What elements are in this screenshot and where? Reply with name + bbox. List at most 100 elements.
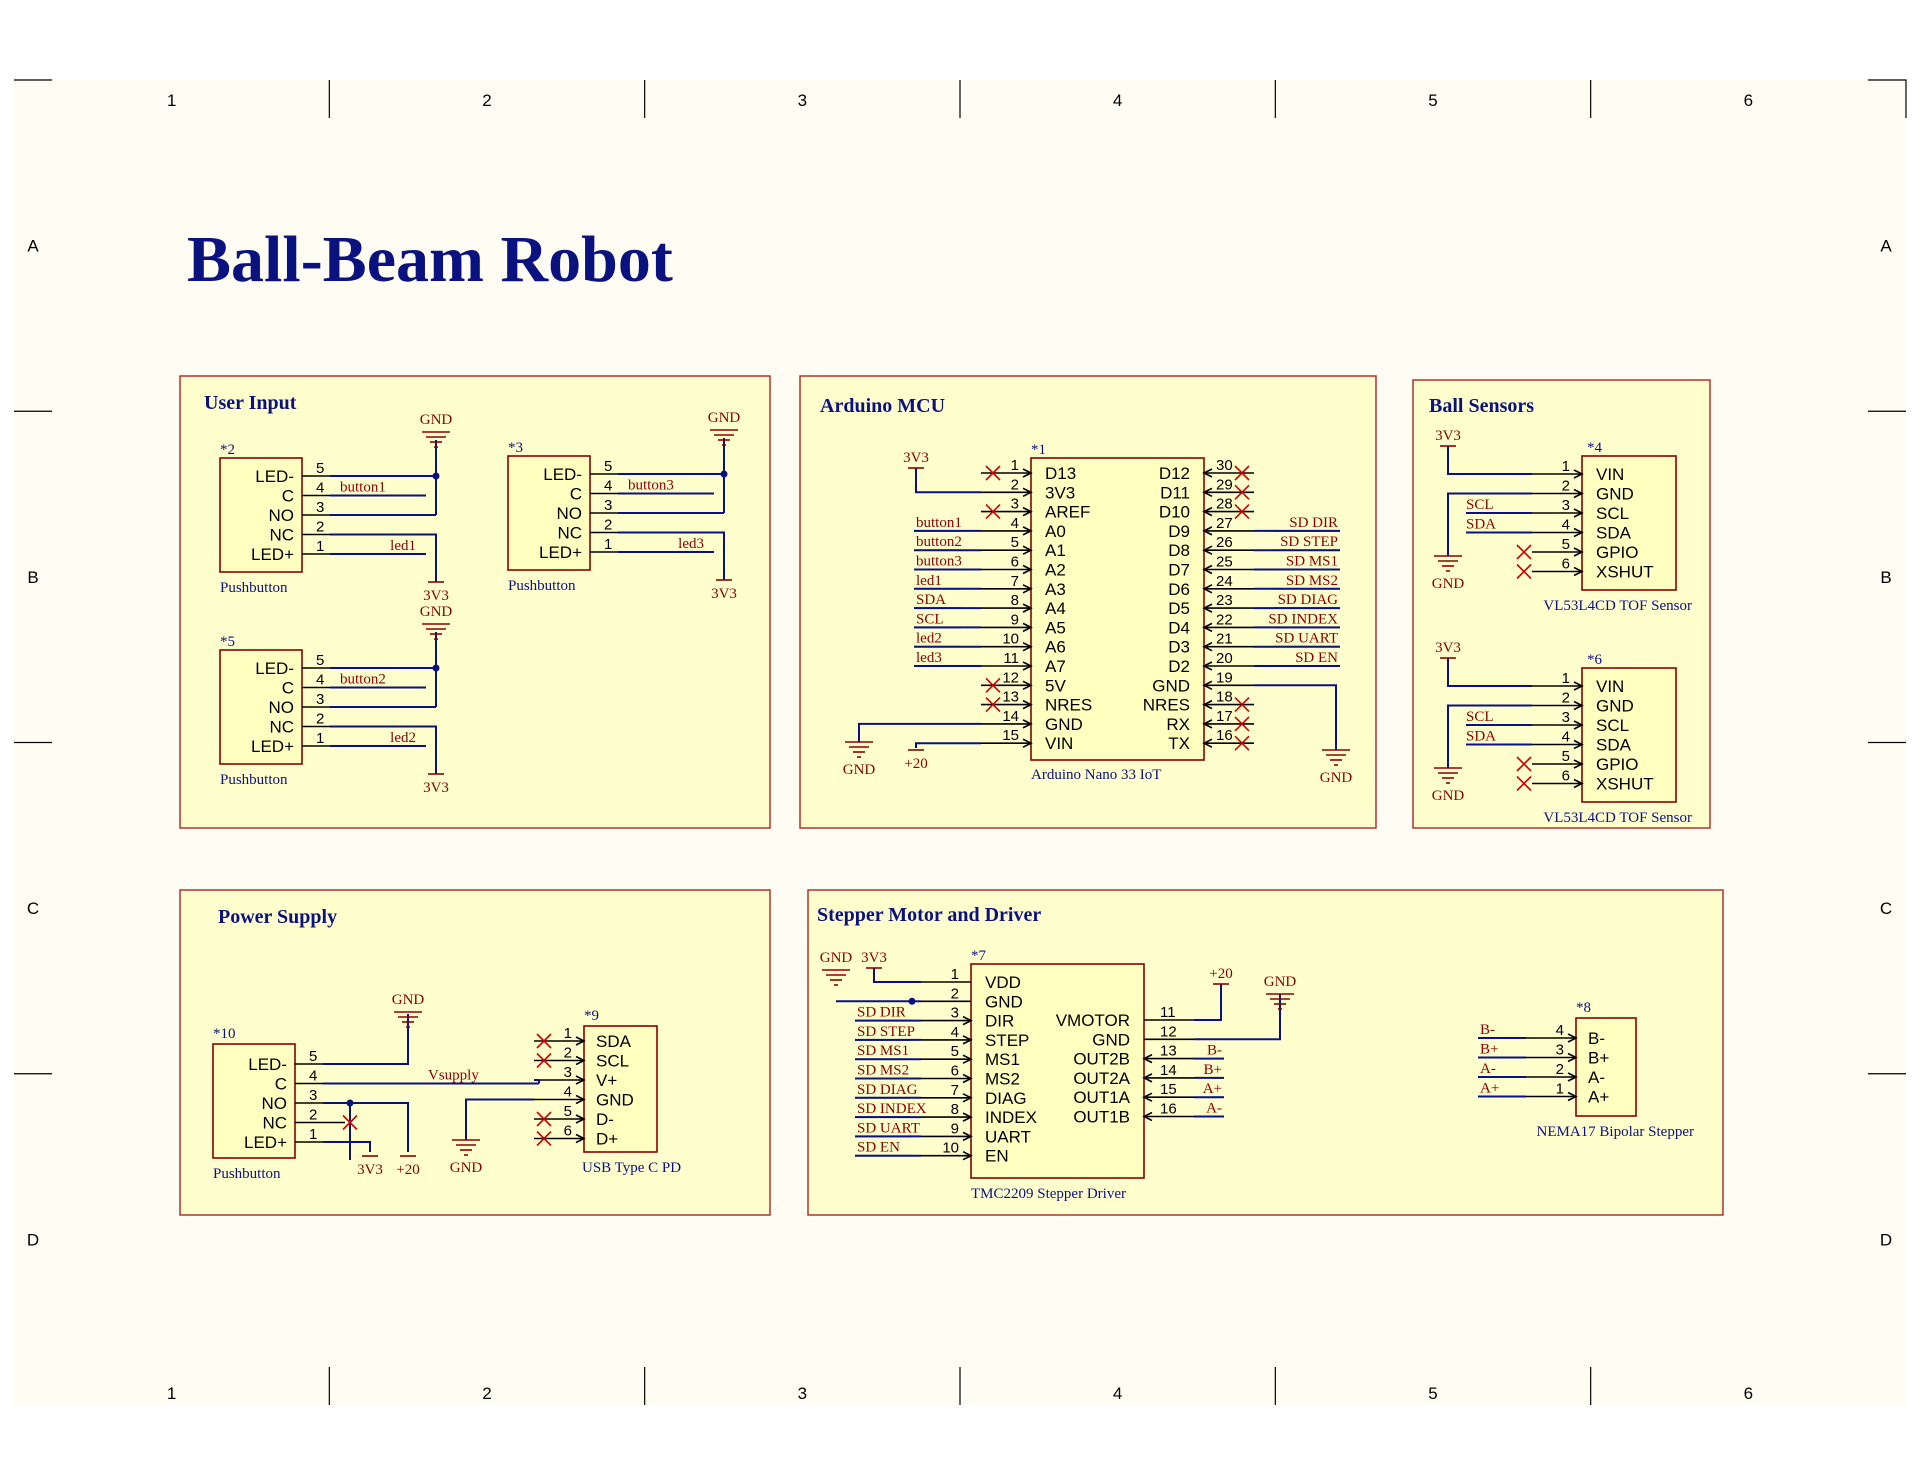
- pin-number: 7: [951, 1082, 959, 1099]
- pin-arrow: [962, 1093, 973, 1103]
- ground-symbol: GND: [820, 950, 852, 986]
- pin-arrow: [575, 1133, 586, 1144]
- pin-number: 1: [604, 536, 612, 553]
- pin-arrow: [1202, 487, 1213, 498]
- power-symbol: 3V3: [903, 450, 929, 469]
- pin-arrow: [575, 1055, 586, 1066]
- pin-number: 14: [1002, 708, 1019, 725]
- no-connect-marker: [985, 465, 1001, 481]
- stepper-title: Stepper Motor and Driver: [817, 904, 1041, 926]
- pin-arrow: [962, 1131, 973, 1142]
- pin-number: 5: [1011, 534, 1019, 551]
- pin-label: MS1: [985, 1050, 1020, 1069]
- pin-label: VIN: [1045, 734, 1073, 753]
- pin-label: LED+: [251, 737, 294, 756]
- pin-label: D4: [1168, 618, 1190, 637]
- no-connect-stroke: [985, 504, 1001, 520]
- ground-symbol: GND: [1320, 749, 1353, 786]
- pin-arrow: [1022, 622, 1033, 633]
- net-label: SD STEP: [857, 1024, 915, 1040]
- pin-number: 3: [1562, 497, 1570, 514]
- pin-arrow: [1573, 566, 1584, 577]
- pin-label: NC: [269, 718, 294, 737]
- pin-number: 29: [1216, 476, 1233, 493]
- pin-arrow: [1573, 527, 1584, 538]
- wire: [915, 742, 981, 748]
- pin-label: NRES: [1045, 696, 1092, 715]
- pin-arrow: [962, 1054, 973, 1064]
- pin-label: A5: [1045, 618, 1066, 637]
- pin-label: B-: [1588, 1029, 1605, 1048]
- no-connect-marker: [1234, 735, 1250, 751]
- net-label: button1: [916, 515, 962, 531]
- pin-label: D12: [1159, 464, 1190, 483]
- pin-label: OUT1A: [1073, 1088, 1130, 1107]
- power-label: +20: [1209, 966, 1232, 982]
- net-label: button2: [916, 534, 962, 550]
- pin-number: 4: [604, 478, 612, 495]
- pin-label: DIR: [985, 1012, 1014, 1031]
- pin-label: AREF: [1045, 503, 1090, 522]
- pin-arrow: [1022, 564, 1033, 575]
- component-name: Pushbutton: [508, 578, 576, 594]
- pin-number: 13: [1002, 689, 1019, 706]
- pin-number: 3: [951, 1005, 959, 1022]
- arduino-title: Arduino MCU: [820, 395, 945, 417]
- designator: *4: [1587, 440, 1603, 456]
- pin-number: 1: [564, 1025, 572, 1042]
- no-connect-stroke: [1234, 735, 1250, 751]
- pin-number: 3: [1011, 496, 1019, 513]
- pin-number: 5: [1562, 536, 1570, 553]
- pin-arrow: [1202, 506, 1213, 517]
- net-label: B+: [1480, 1042, 1498, 1058]
- pin-arrow: [962, 1035, 973, 1045]
- component-name: USB Type C PD: [582, 1160, 681, 1176]
- pin-label: VIN: [1596, 677, 1624, 696]
- pin-number: 2: [1562, 478, 1570, 495]
- zone-column-label: 6: [1744, 91, 1753, 110]
- component-name: NEMA17 Bipolar Stepper: [1537, 1124, 1694, 1140]
- pin-number: 6: [1562, 556, 1570, 573]
- wire: [915, 468, 981, 494]
- pin-number: 15: [1002, 727, 1019, 744]
- wire: [1194, 984, 1222, 1021]
- no-connect-marker: [1234, 504, 1250, 520]
- net-label: button1: [340, 480, 386, 496]
- pin-arrow: [962, 1015, 973, 1026]
- power-label: 3V3: [861, 950, 887, 966]
- pin-label: LED-: [255, 467, 294, 486]
- pin-label: GND: [1045, 715, 1083, 734]
- zone-column-label: 6: [1744, 1384, 1753, 1403]
- ground-label: GND: [1320, 770, 1353, 786]
- net-label: A-: [1206, 1101, 1222, 1117]
- corner-mark: [1868, 79, 1907, 118]
- power-label: +20: [904, 756, 927, 772]
- power-symbol: 3V3: [423, 581, 449, 604]
- pin-number: 4: [316, 480, 324, 497]
- pin-arrow: [575, 1114, 586, 1124]
- pin-label: NRES: [1143, 696, 1190, 715]
- pin-arrow: [1202, 526, 1213, 536]
- no-connect-marker: [985, 677, 1001, 693]
- usb-pd-body: [583, 1025, 658, 1153]
- pin-label: GND: [1596, 485, 1634, 504]
- pin-label: SDA: [596, 1032, 632, 1051]
- pin-arrow: [1573, 508, 1584, 518]
- pin-label: C: [282, 487, 294, 506]
- pin-label: D7: [1168, 561, 1190, 580]
- pin-number: 2: [564, 1045, 572, 1062]
- pin-number: 4: [316, 672, 324, 689]
- pin-number: 2: [951, 985, 959, 1002]
- pin-number: 5: [951, 1043, 959, 1060]
- net-label: led2: [390, 730, 416, 746]
- wire: [323, 1014, 409, 1065]
- wire: [1254, 684, 1337, 750]
- power-symbol: 3V3: [861, 950, 887, 969]
- pin-label: LED+: [251, 545, 294, 564]
- net-label: A-: [1480, 1061, 1496, 1077]
- pin-label: A1: [1045, 541, 1066, 560]
- pin-arrow: [1022, 468, 1033, 478]
- net-label: SD UART: [1275, 631, 1338, 647]
- arduino-body: [1030, 457, 1205, 761]
